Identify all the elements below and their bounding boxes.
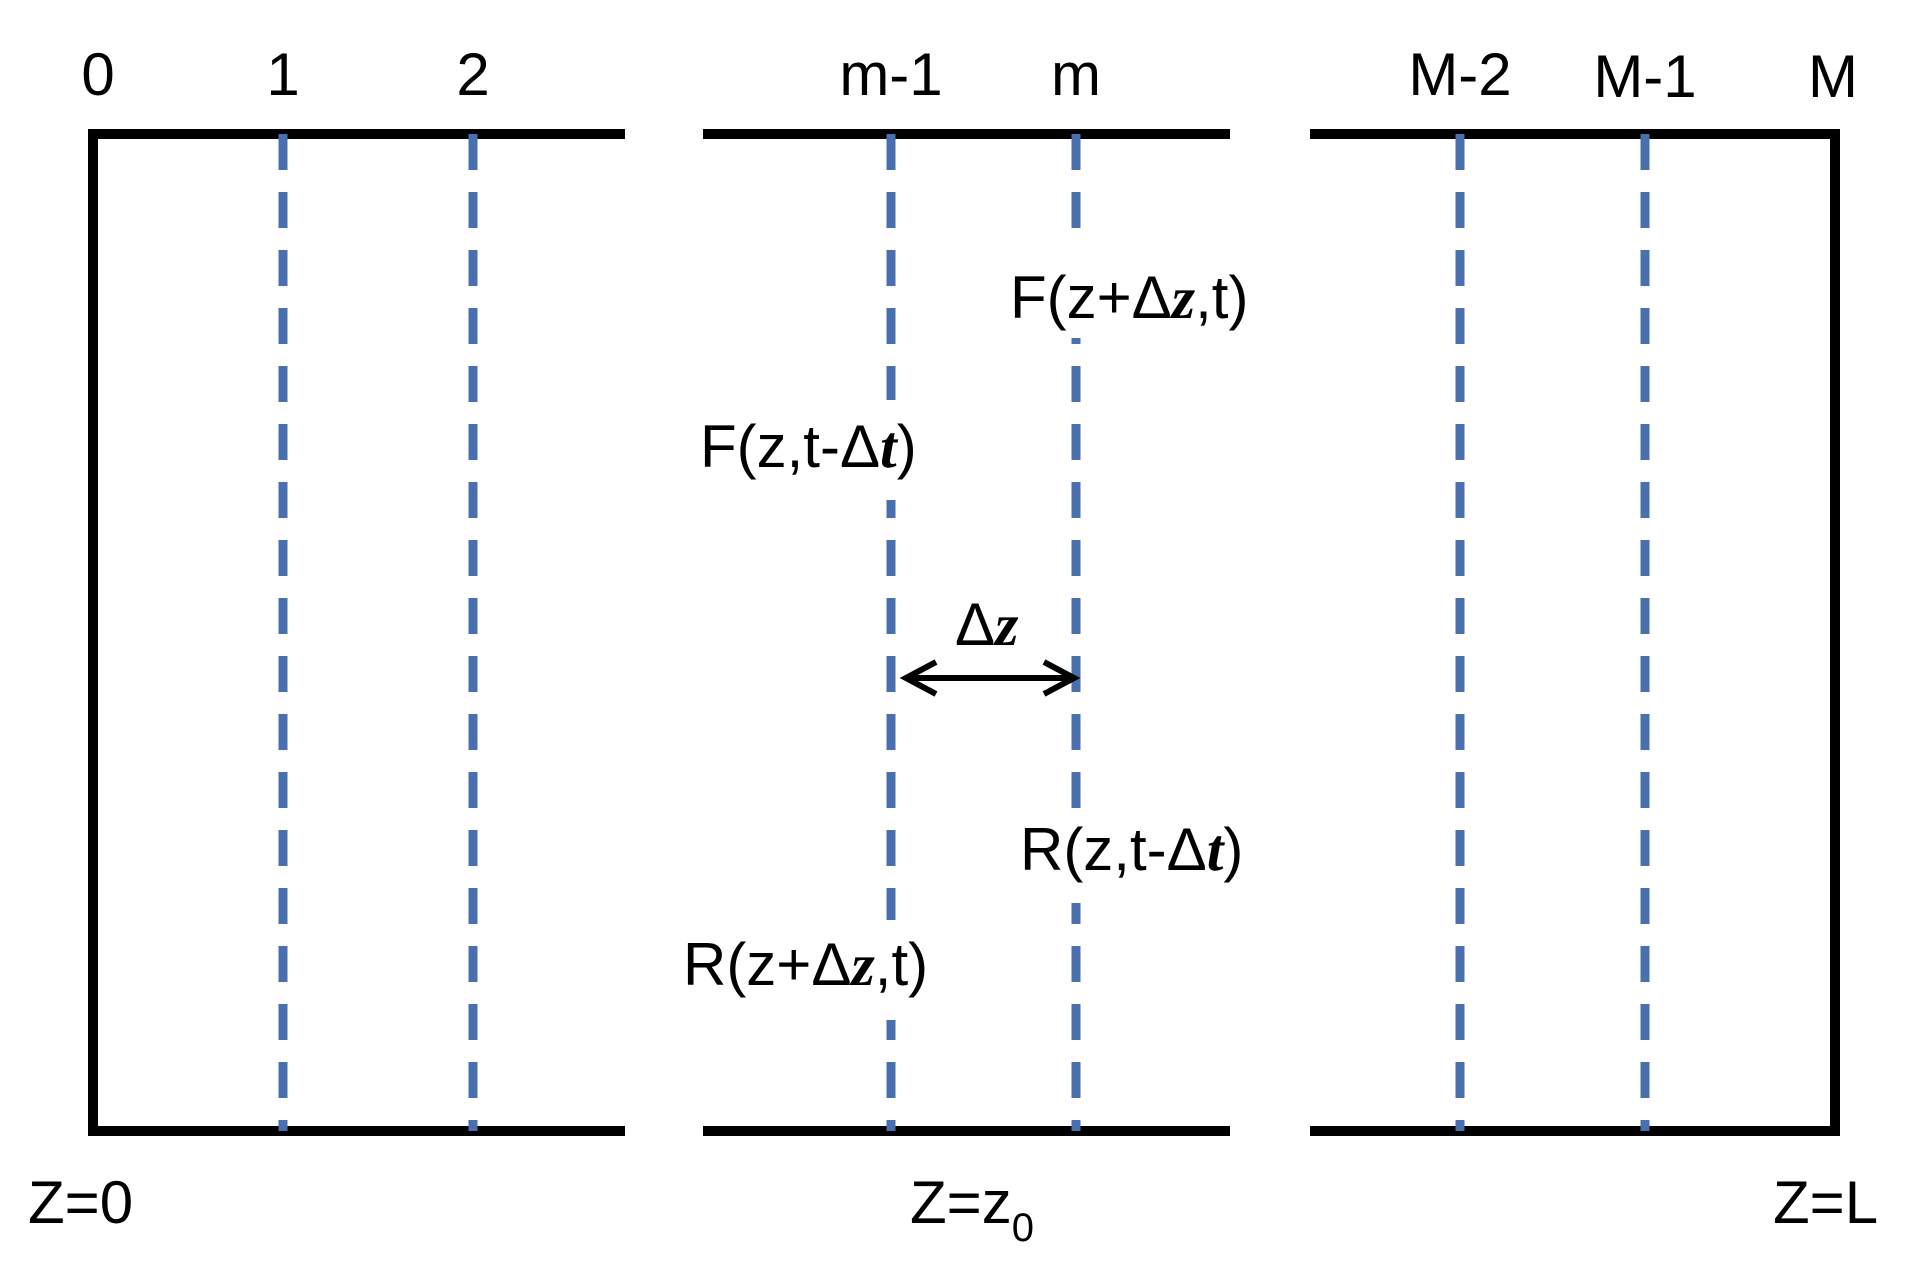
grid-label-M-minus-2: M-2 [1408,41,1511,108]
grid-label-0: 0 [81,41,114,108]
delta-z-arrowhead-left [899,659,938,697]
grid-label-1: 1 [266,41,299,108]
forward-next-label-bg [1010,248,1300,338]
left-segment [88,129,625,1136]
reverse-prev-label: R(z,t-Δt) [1020,816,1243,883]
right-segment [1310,129,1840,1136]
boundary-label-middle: Z=z0 [910,1169,1034,1250]
grid-label-M-minus-1: M-1 [1593,43,1696,110]
grid-label-m: m [1051,41,1101,108]
reverse-next-label: R(z+Δz,t) [683,931,928,998]
forward-next-label: F(z+Δz,t) [1010,264,1248,331]
forward-prev-label-bg [700,400,970,500]
boundary-label-left: Z=0 [28,1169,133,1236]
grid-label-M: M [1808,43,1858,110]
grid-label-m-minus-1: m-1 [839,41,942,108]
reverse-prev-label-bg [1020,808,1290,903]
delta-z-label: Δz [955,591,1019,658]
grid-label-2: 2 [456,41,489,108]
delta-z-arrowhead-right [1042,659,1081,697]
middle-segment [703,129,1230,1136]
forward-prev-label: F(z,t-Δt) [700,413,917,480]
boundary-label-right: Z=L [1773,1169,1878,1236]
reverse-next-label-bg [683,920,983,1020]
